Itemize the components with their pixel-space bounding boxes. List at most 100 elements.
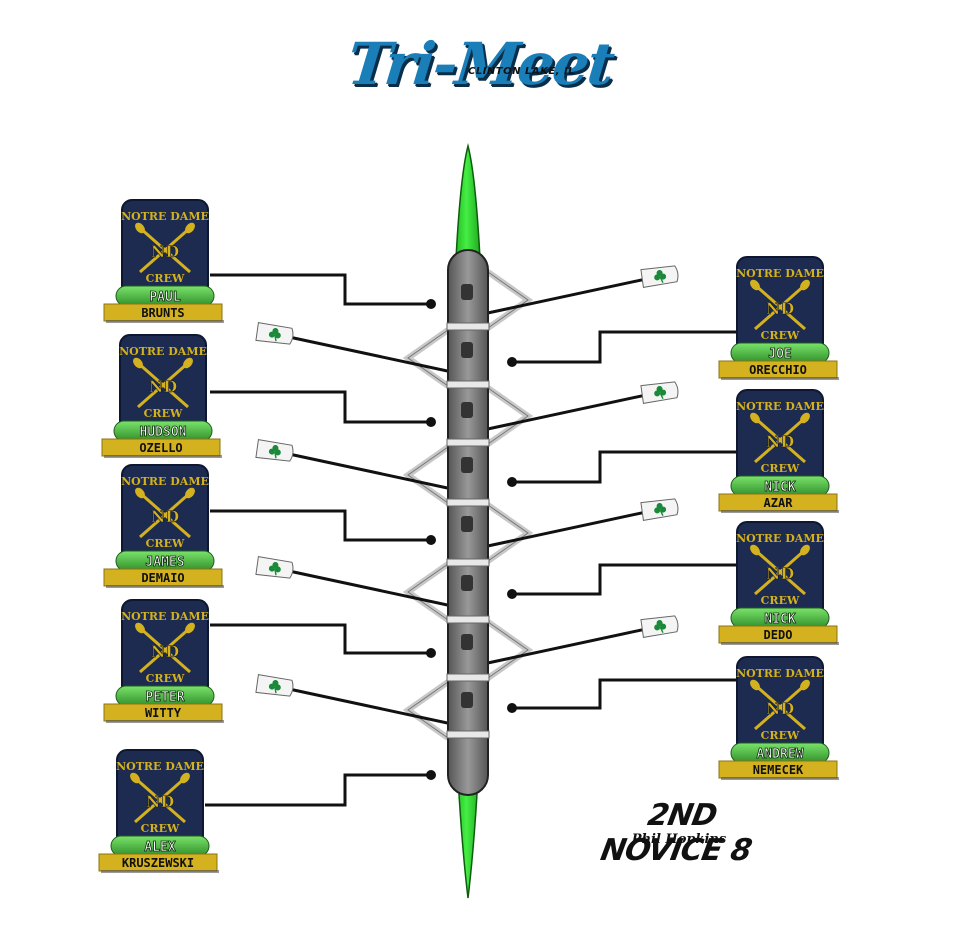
badge-top-text: NOTRE DAME <box>736 267 824 280</box>
connector-line <box>512 563 737 596</box>
nd-monogram: ND <box>149 377 178 396</box>
rower-last-name: WITTY <box>145 706 182 720</box>
nd-monogram: ND <box>766 299 795 318</box>
rigger <box>402 679 450 741</box>
seat-dot <box>426 770 436 780</box>
connector-lines <box>205 273 737 807</box>
oar-blade <box>255 556 294 579</box>
rigger-edge <box>487 504 529 562</box>
seats <box>446 284 490 739</box>
rigger <box>486 502 534 564</box>
nd-crossed-oars-icon <box>134 776 186 824</box>
connector-line <box>512 450 737 484</box>
rower-first-name: NICK <box>764 612 795 627</box>
seat <box>461 402 473 418</box>
connector-line <box>210 390 431 424</box>
oar-blade <box>640 615 679 638</box>
connector-line <box>512 678 737 710</box>
nd-monogram: ND <box>151 507 180 526</box>
seat-dot <box>426 535 436 545</box>
badge-bottom-text: CREW <box>146 272 185 285</box>
seat-divider <box>446 730 490 739</box>
oars <box>255 265 679 741</box>
nd-crossed-oars-icon <box>139 491 191 539</box>
seat <box>461 692 473 708</box>
nd-crossed-oars-icon <box>754 283 806 331</box>
seat-divider <box>446 322 490 331</box>
badge-top-text: NOTRE DAME <box>121 475 209 488</box>
seat-dot <box>426 299 436 309</box>
nd-monogram: ND <box>151 642 180 661</box>
oar-blade <box>255 674 294 697</box>
nd-monogram: ND <box>151 242 180 261</box>
rower-first-name: HUDSON <box>140 425 187 440</box>
oar-shaft <box>454 390 661 438</box>
oar-shaft <box>454 274 661 322</box>
seat <box>461 634 473 650</box>
nd-crossed-oars-icon <box>139 226 191 274</box>
oar-blade <box>640 265 679 288</box>
rigger <box>402 444 450 506</box>
badge-bottom-text: CREW <box>146 537 185 550</box>
seat <box>461 457 473 473</box>
connector-line <box>210 623 431 655</box>
rower-last-name: KRUSZEWSKI <box>122 856 194 870</box>
seat-divider <box>446 380 490 389</box>
page-subtitle: CLINTON LAKE, IL <box>468 66 576 77</box>
oar-blade <box>255 439 294 462</box>
nd-monogram: ND <box>766 564 795 583</box>
rower-last-name: BRUNTS <box>141 306 184 320</box>
oar-blade <box>640 381 679 404</box>
nd-crossed-oars-icon <box>754 416 806 464</box>
badge-bottom-text: CREW <box>761 329 800 342</box>
seat <box>461 342 473 358</box>
rower-last-name: DEDO <box>764 628 793 642</box>
connector-line <box>205 773 431 807</box>
rower-first-name: ANDREW <box>757 747 804 762</box>
rower-last-name: OZELLO <box>139 441 182 455</box>
badge-bottom-text: CREW <box>146 672 185 685</box>
nd-crossed-oars-icon <box>139 626 191 674</box>
nd-crossed-oars-icon <box>754 548 806 596</box>
nd-crossed-oars-icon <box>754 683 806 731</box>
rower-first-name: NICK <box>764 480 795 495</box>
rower-first-name: PAUL <box>149 290 180 305</box>
nd-monogram: ND <box>146 792 175 811</box>
rigger-edge <box>487 271 529 329</box>
oar-shaft <box>274 332 481 380</box>
rigger-edge <box>407 563 449 621</box>
rower-last-name: DEMAIO <box>141 571 184 585</box>
oar-blade <box>640 498 679 521</box>
seat-dot <box>507 477 517 487</box>
badge-top-text: NOTRE DAME <box>119 345 207 358</box>
badge-bottom-text: CREW <box>141 822 180 835</box>
rigger-edge <box>407 681 449 739</box>
rigger-edge <box>407 329 449 387</box>
seat-divider <box>446 558 490 567</box>
badge-bottom-text: CREW <box>144 407 183 420</box>
nd-monogram: ND <box>766 699 795 718</box>
connector-line <box>210 509 431 542</box>
seat-dot <box>507 357 517 367</box>
seat-divider <box>446 498 490 507</box>
rigger <box>402 327 450 389</box>
rower-first-name: JAMES <box>145 555 184 570</box>
oar-shaft <box>454 624 661 672</box>
badge-top-text: NOTRE DAME <box>736 667 824 680</box>
badge-top-text: NOTRE DAME <box>116 760 204 773</box>
rower-first-name: ALEX <box>144 840 175 855</box>
badge-bottom-text: CREW <box>761 594 800 607</box>
badge-top-text: NOTRE DAME <box>121 210 209 223</box>
oar-shaft <box>454 507 661 555</box>
rigger-edge <box>487 621 529 679</box>
rower-last-name: ORECCHIO <box>749 363 807 377</box>
rigger-edge <box>407 446 449 504</box>
seat-divider <box>446 673 490 682</box>
